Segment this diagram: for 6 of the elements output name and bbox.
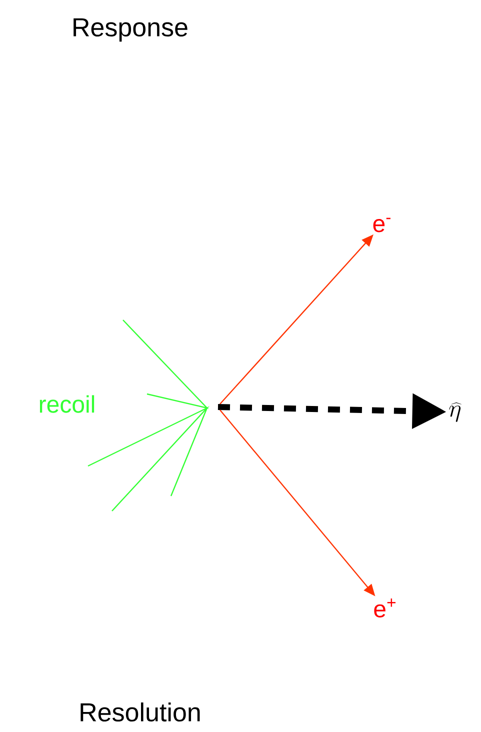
particle-label: e$^{-}$ [373,218,390,232]
heading-label: Response [74,18,188,42]
recoil-label: recoil [40,395,94,413]
heading-label: Resolution [80,702,200,722]
symbol-label: $\widehat{\eta}$ [449,402,462,422]
particle-label: e$^{+}$ [374,598,396,618]
